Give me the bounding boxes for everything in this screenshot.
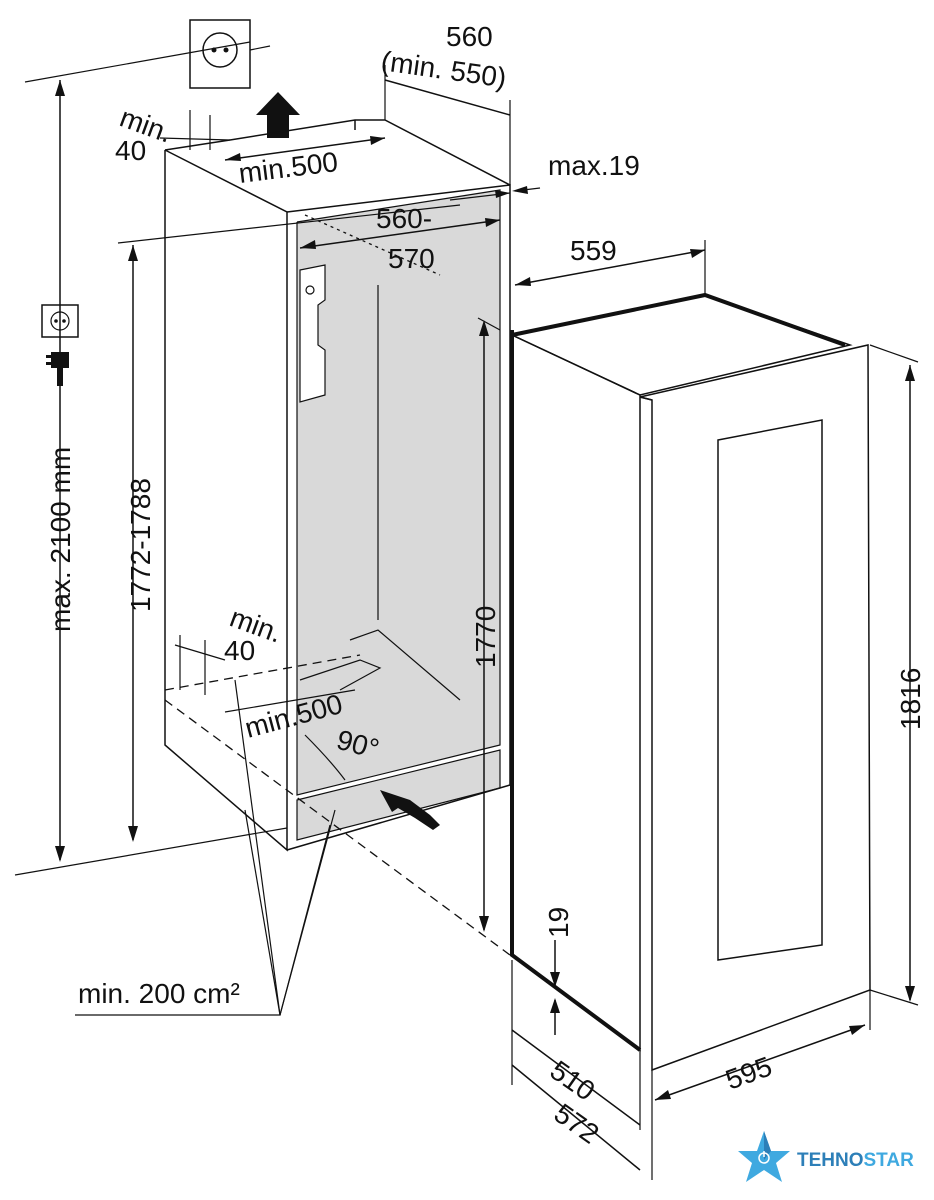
niche-width-label-a: 560- xyxy=(376,203,432,234)
niche-depth-min-label: (min. 550) xyxy=(379,45,508,93)
wall-socket-icon xyxy=(189,19,271,89)
logo-text-tehno: TEHNO xyxy=(797,1150,864,1171)
appliance-drawing xyxy=(509,292,871,1072)
power-plug-icon xyxy=(41,304,79,386)
max-panel-label: max.19 xyxy=(548,150,640,181)
airflow-up-arrow-icon xyxy=(256,92,300,138)
max-height-label: max. 2100 mm xyxy=(45,447,76,632)
appliance-depth-top-label: 559 xyxy=(570,235,617,266)
niche-drawing xyxy=(14,41,511,956)
bottom-gap-value: 40 xyxy=(224,635,255,666)
width-595-label: 595 xyxy=(721,1051,776,1096)
tehnostar-logo: TEHNOSTAR xyxy=(738,1131,914,1182)
niche-depth-label: 560 xyxy=(446,21,493,52)
appliance-height-label: 1816 xyxy=(895,668,926,730)
niche-height-label: 1772-1788 xyxy=(125,478,156,612)
top-vent-label: min.500 xyxy=(237,146,340,189)
top-gap-value: 40 xyxy=(115,135,146,166)
logo-text-star: STAR xyxy=(864,1150,915,1171)
niche-width-label-b: 570 xyxy=(388,243,435,274)
depth-572-label: 572 xyxy=(549,1098,605,1150)
vent-area-label: min. 200 cm² xyxy=(78,978,240,1009)
dimension-lines xyxy=(55,65,919,1180)
inner-height-label: 1770 xyxy=(470,606,501,668)
door-offset-label: 19 xyxy=(543,907,574,938)
svg-text:TEHNOSTAR: TEHNOSTAR xyxy=(797,1150,914,1171)
